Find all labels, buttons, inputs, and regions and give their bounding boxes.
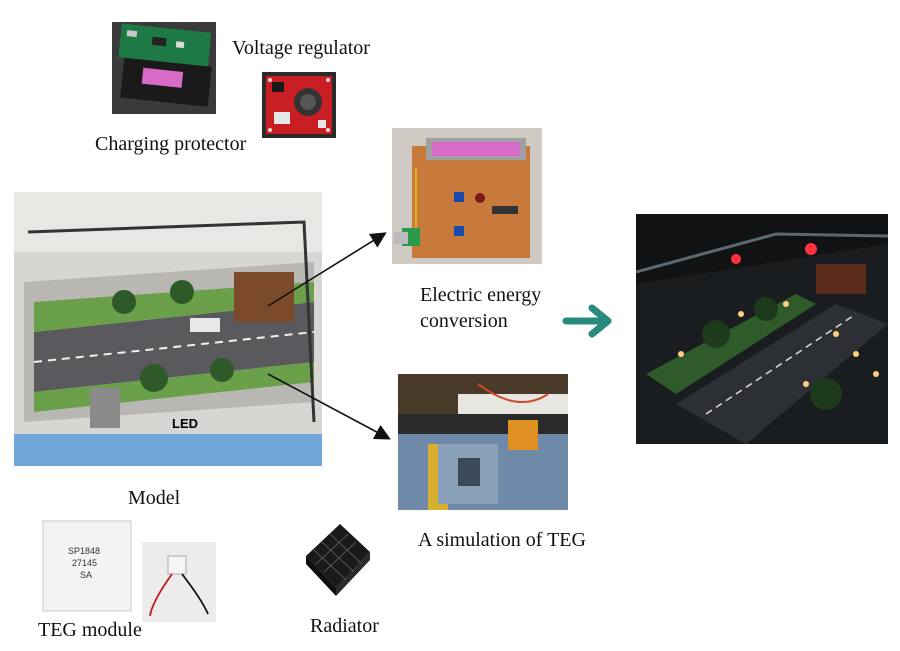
voltage-regulator-label: Voltage regulator — [232, 37, 370, 59]
night-model-photo — [636, 214, 888, 444]
arrow-to-teg-simulation — [267, 373, 391, 440]
electric-energy-conversion-label: Electric energy conversion — [420, 282, 541, 334]
voltage-regulator-photo — [262, 72, 336, 138]
teg-module-photo: SP1848 27145 SA — [42, 520, 132, 612]
model-label: Model — [128, 487, 181, 509]
teg-print-line1: SP1848 — [68, 546, 100, 556]
arrow-to-conversion — [267, 232, 387, 307]
result-arrow — [562, 304, 612, 338]
charging-protector-label: Charging protector — [95, 133, 247, 155]
teg-wired-photo — [142, 542, 216, 622]
electric-energy-conversion-line2: conversion — [420, 310, 508, 332]
electric-energy-conversion-line1: Electric energy — [420, 284, 542, 306]
charging-protector-photo — [112, 22, 216, 114]
radiator-photo — [298, 516, 374, 598]
conversion-board-photo — [392, 128, 542, 264]
radiator-label: Radiator — [310, 615, 379, 637]
teg-module-label: TEG module — [38, 619, 142, 641]
teg-print-line2: 27145 — [72, 558, 97, 568]
model-photo: LED — [14, 192, 322, 466]
teg-simulation-photo — [398, 374, 568, 510]
led-label: LED — [172, 416, 198, 431]
teg-print-line3: SA — [80, 570, 92, 580]
simulation-of-teg-label: A simulation of TEG — [418, 529, 586, 551]
